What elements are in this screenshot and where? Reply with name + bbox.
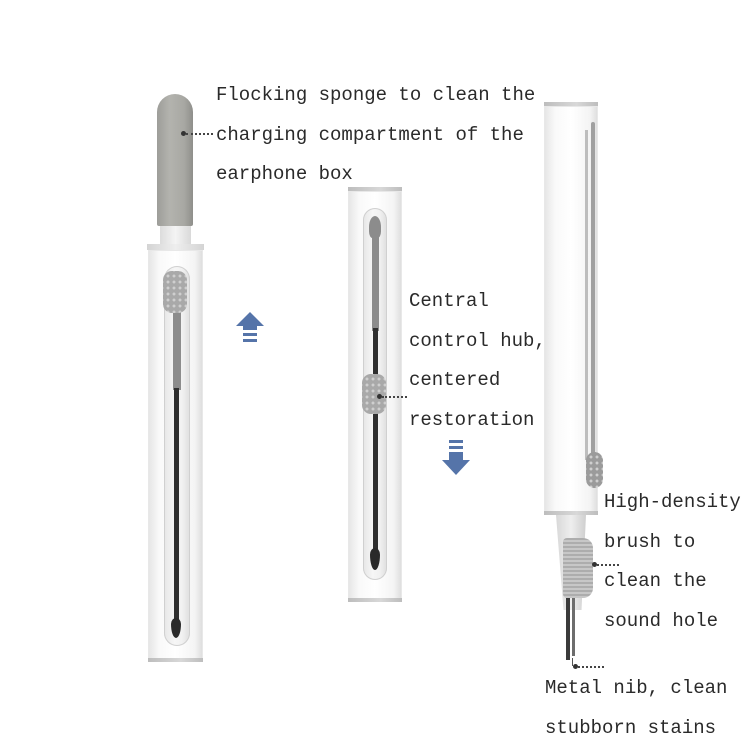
- side-rail: [591, 122, 595, 462]
- arrow-up-icon: [236, 312, 264, 348]
- high-density-brush: [563, 538, 593, 598]
- callout-hub-line-3: centered: [409, 369, 501, 391]
- callout-brush: High-density brush to clean the sound ho…: [604, 483, 741, 641]
- callout-line-nib: [578, 666, 604, 668]
- callout-line-brush: [597, 564, 619, 566]
- callout-sponge-line-2: charging compartment of the: [216, 123, 524, 146]
- pen-bottom-cap: [544, 511, 598, 515]
- metal-rod: [373, 328, 378, 558]
- callout-sponge: Flocking sponge to clean the charging co…: [216, 76, 535, 195]
- callout-hub-line-4: restoration: [409, 408, 535, 431]
- central-control-hub: [362, 374, 386, 414]
- callout-brush-line-1: High-density: [604, 491, 741, 513]
- callout-hub-line-1: Central: [409, 290, 489, 312]
- pen-top-cap: [348, 187, 402, 191]
- callout-hub: Central control hub, centered restoratio…: [409, 282, 546, 440]
- metal-nib: [566, 598, 570, 660]
- metal-tip: [171, 618, 181, 638]
- callout-nib: Metal nib, clean stubborn stains: [545, 669, 727, 748]
- callout-sponge-line-3: earphone box: [216, 163, 353, 185]
- callout-line-sponge: [186, 133, 213, 135]
- slider-knob: [163, 271, 187, 313]
- metal-tip: [370, 548, 380, 570]
- inner-rod: [585, 130, 588, 460]
- callout-nib-line-1: Metal nib, clean: [545, 677, 728, 699]
- slider-rod: [372, 236, 379, 331]
- flocking-sponge: [157, 94, 193, 226]
- callout-sponge-line-1: Flocking sponge to clean the: [216, 84, 536, 106]
- pen-body: [544, 106, 598, 512]
- metal-rod: [174, 388, 179, 628]
- callout-line-hub: [382, 396, 407, 398]
- callout-leader-nib: [572, 658, 573, 666]
- pen-top-cap: [544, 102, 598, 106]
- callout-dot-hub: [377, 394, 382, 399]
- pen-top-flange: [147, 244, 204, 250]
- metal-nib-2: [572, 598, 575, 656]
- callout-dot-nib: [573, 664, 578, 669]
- callout-brush-line-4: sound hole: [604, 609, 719, 632]
- callout-brush-line-3: clean the: [604, 570, 707, 592]
- callout-dot-brush: [592, 562, 597, 567]
- slider-knob: [586, 452, 603, 488]
- pen-bottom-cap: [148, 658, 203, 662]
- pen-top-tip: [369, 216, 381, 238]
- sponge-neck: [160, 226, 191, 244]
- slider-rod: [173, 300, 181, 390]
- pen-bottom-cap: [348, 598, 402, 602]
- callout-hub-line-2: control hub,: [409, 329, 546, 352]
- callout-dot-sponge: [181, 131, 186, 136]
- callout-nib-line-2: stubborn stains: [545, 716, 717, 739]
- arrow-down-icon: [442, 440, 470, 476]
- callout-brush-line-2: brush to: [604, 530, 696, 553]
